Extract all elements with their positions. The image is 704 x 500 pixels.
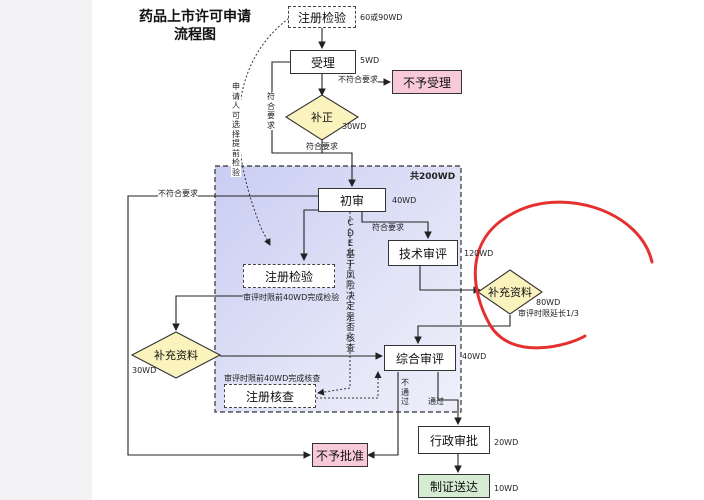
diamond-supplement-left-label: 补充资料 [154,348,198,362]
time-technical-review: 120WD [464,249,494,258]
time-certificate-delivery: 10WD [494,484,519,493]
diamond-supplement-right [477,269,543,315]
edge-label-cde-note: CDE基于风险决定是否核查 [345,218,355,354]
node-no-acceptance: 不予受理 [392,70,462,94]
edge-label-not-compliant-top: 不符合要求 [338,74,378,85]
time-comprehensive-review: 40WD [462,352,487,361]
time-initial-review: 40WD [392,196,417,205]
time-administrative-approval: 20WD [494,438,519,447]
time-acceptance: 5WD [360,56,380,65]
title-line-1: 药品上市许可申请 [139,9,251,25]
time-reg-inspection: 60或90WD [360,13,403,22]
node-certificate-delivery: 制证送达 [418,474,490,498]
edge-initial-to-inner-inspect [300,209,320,262]
edge-comp-to-admin [437,372,462,426]
edge-correct-to-initial [321,140,356,188]
time-total: 共200WD [410,172,456,182]
node-registration-verification: 注册核查 [224,384,316,408]
red-annotation-curve [473,200,654,350]
node-registration-inspection: 注册检验 [288,6,356,28]
diagram-title: 药品上市许可申请 流程图 [130,8,260,44]
diamond-supplement-correction-label: 补正 [311,111,333,124]
edge-inner-to-supp-left [172,295,243,332]
edge-verify-to-comp [316,371,382,399]
edge-label-verify-before-review: 审评时限前40WD完成核查 [224,374,321,383]
node-acceptance: 受理 [290,50,356,74]
edge-initial-to-tech [361,212,432,240]
left-margin [0,0,92,500]
edge-supp-right-to-comp [414,315,511,345]
edge-initial-reject [127,195,318,459]
node-registration-inspection-inner: 注册检验 [243,264,335,288]
title-line-2: 流程图 [174,27,216,43]
node-technical-review: 技术审评 [388,240,458,266]
diamond-supplement-right-label: 补充资料 [488,285,532,299]
time-supplement-right: 80WD [536,298,561,307]
edge-comp-to-noapprove [366,372,399,459]
edge-label-passed: 通过 [428,397,444,406]
time-supplement: 30WD [342,122,367,131]
diamond-supplement-correction [284,94,360,141]
node-no-approval: 不予批准 [312,443,368,467]
time-extension: 审评时限延长1/3 [518,309,579,318]
time-supplement-left: 30WD [132,366,157,375]
node-administrative-approval: 行政审批 [418,426,490,454]
edge-applicant-dashed [238,15,293,246]
edge-tech-to-supp-right [419,266,482,294]
diamond-supplement-left [130,331,222,379]
edge-cde-dashed [317,212,351,396]
edge-label-inspect-before-review: 审评时限前40WD完成检验 [243,293,340,302]
node-comprehensive-review: 综合审评 [384,345,456,371]
edge-label-compliant-vertical: 符合要求 [266,92,276,130]
edge-label-compliant-horizontal: 符合要求 [306,142,338,151]
node-initial-review: 初审 [318,188,386,212]
edge-label-compliant-technical: 符合要求 [372,223,404,232]
edge-label-applicant-note: 申请人可选择提前检验 [231,82,241,177]
edge-label-not-compliant-left: 不符合要求 [158,188,198,199]
edge-label-not-passed: 不通过 [401,378,409,406]
